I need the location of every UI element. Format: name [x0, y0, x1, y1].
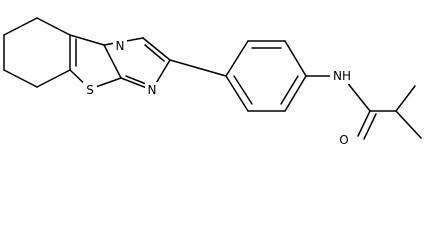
bond — [69, 34, 105, 46]
atom-label-n-bridgehead: N — [116, 39, 125, 53]
atom-labels: N S N NH O — [83, 38, 354, 148]
bond — [363, 113, 377, 140]
bond — [284, 40, 307, 77]
bond — [36, 17, 71, 36]
atom-label-nh: NH — [333, 69, 351, 83]
bond — [395, 85, 416, 112]
bond — [3, 69, 38, 88]
bond — [103, 44, 122, 79]
bond — [395, 110, 422, 139]
bond — [3, 17, 38, 36]
bond — [125, 75, 147, 85]
bond — [357, 110, 371, 137]
bond — [284, 75, 307, 112]
bond — [225, 75, 249, 112]
bond — [36, 69, 71, 88]
atom-label-n-imidazole: N — [148, 83, 157, 97]
atom-label-o: O — [339, 133, 348, 147]
bond — [169, 59, 227, 77]
atom-label-s: S — [86, 83, 94, 97]
bond — [144, 44, 165, 62]
bond — [142, 37, 171, 61]
chemical-structure-diagram: N S N NH O — [3, 17, 422, 148]
bonds — [3, 17, 422, 140]
bond — [280, 75, 299, 105]
bond — [233, 75, 253, 105]
bond — [225, 40, 249, 77]
